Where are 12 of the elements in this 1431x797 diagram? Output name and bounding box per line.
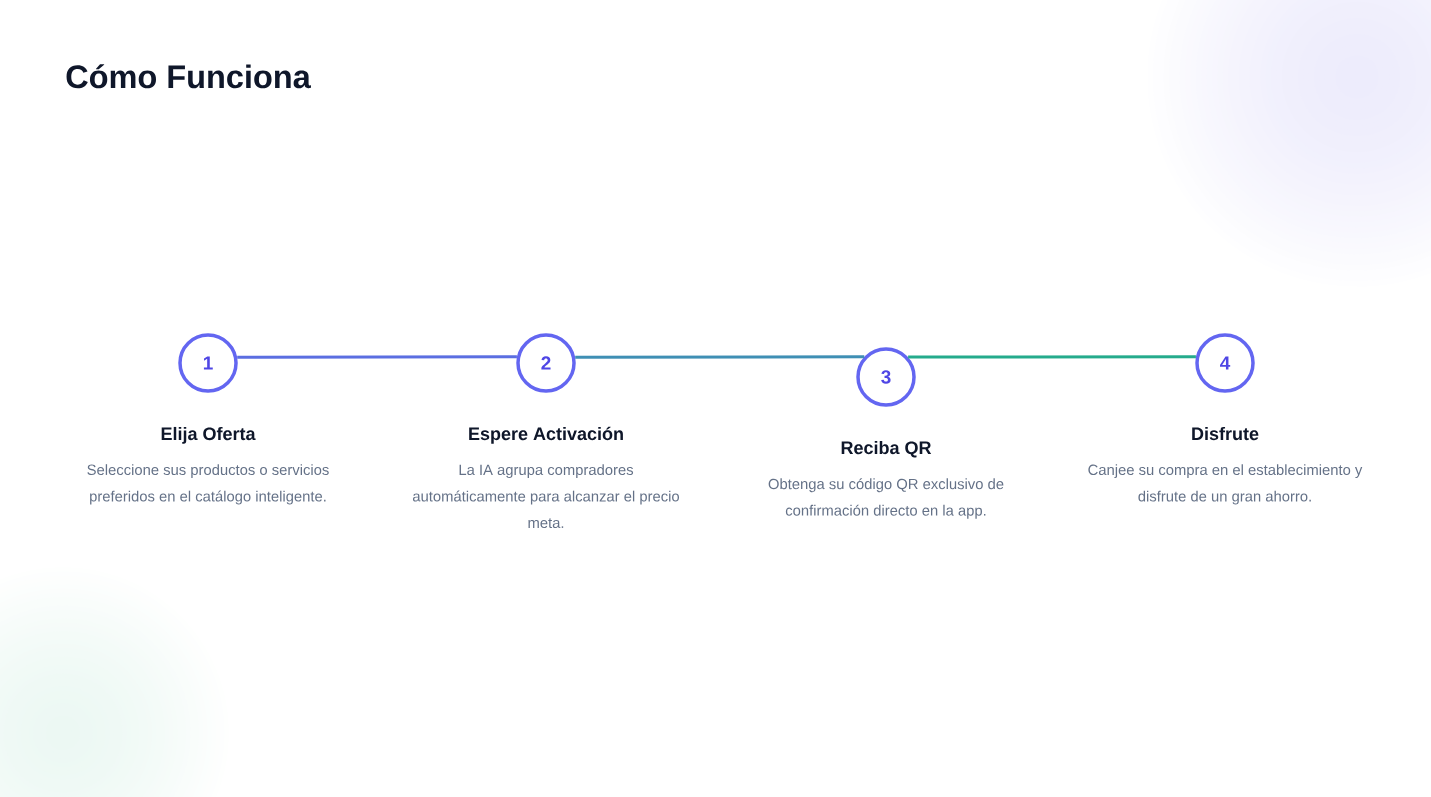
step-description: Canjee su compra en el establecimiento y disfrute de un gran ahorro. bbox=[1088, 464, 1363, 505]
connector-line bbox=[908, 355, 1196, 359]
connector-line bbox=[575, 355, 865, 359]
title: Cómo Funciona bbox=[66, 64, 311, 89]
connector-line bbox=[237, 355, 517, 359]
step-heading: Elija Oferta bbox=[161, 426, 256, 444]
step-heading: Espere Activación bbox=[469, 426, 623, 444]
step-description: Seleccione sus productos o servicios preferidos en el catálogo inteligente. bbox=[87, 464, 329, 505]
step-description: Obtenga su código QR exclusivo de confirmación directo en la app. bbox=[768, 478, 1004, 519]
step-heading: Reciba QR bbox=[841, 440, 932, 458]
step-heading: Disfrute bbox=[1192, 426, 1259, 441]
step-description: La IA agrupa compradores automáticamente para alcanzar el precio meta. bbox=[412, 464, 679, 529]
